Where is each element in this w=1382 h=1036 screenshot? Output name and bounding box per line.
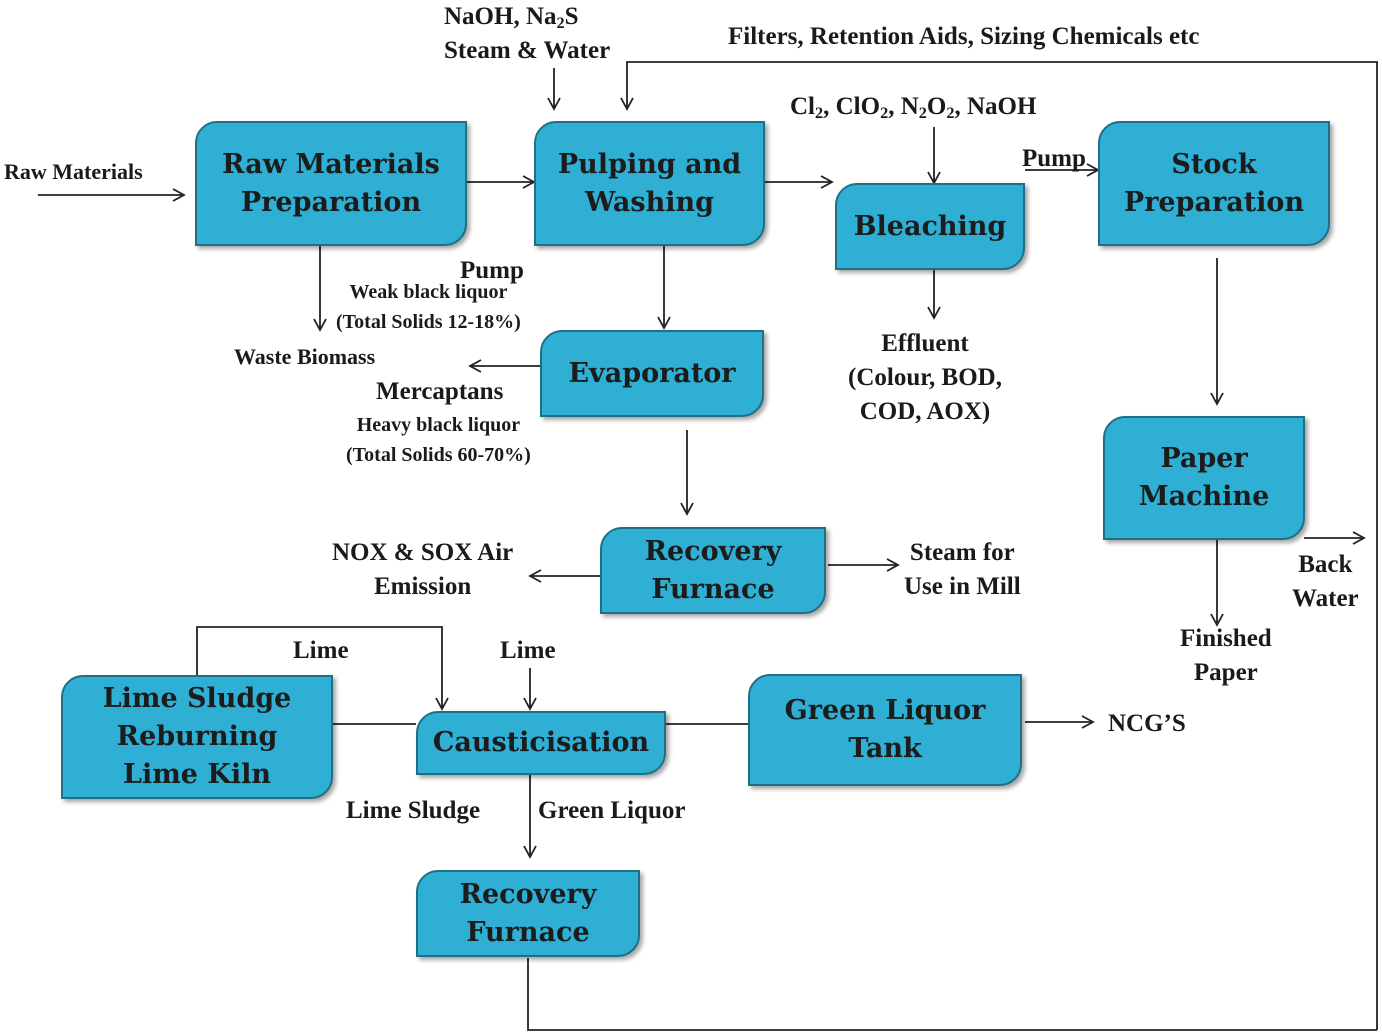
box-green-liquor-tank: Green Liquor Tank	[748, 674, 1022, 786]
box-line: Evaporator	[568, 357, 736, 389]
box-lime-kiln: Lime Sludge Reburning Lime Kiln	[61, 675, 333, 799]
label-line: Effluent	[881, 330, 969, 357]
label-finished-paper: Finished Paper	[1180, 622, 1272, 690]
box-line: Preparation	[1123, 186, 1305, 218]
arrow-kiln-loop	[196, 626, 449, 711]
label-line: Water	[1292, 585, 1359, 612]
label-steam-for-mill: Steam for Use in Mill	[904, 536, 1021, 604]
label-line: Heavy black liquor	[356, 414, 521, 436]
box-line: Washing	[584, 186, 715, 218]
label-line: Steam & Water	[444, 37, 611, 64]
label-pulping-chemicals: NaOH, Na2S Steam & Water	[444, 0, 610, 68]
box-evaporator: Evaporator	[540, 330, 764, 417]
label-line: Use in Mill	[904, 573, 1021, 600]
label-waste-biomass: Waste Biomass	[234, 344, 376, 369]
box-bleaching: Bleaching	[835, 183, 1025, 270]
box-line: Machine	[1138, 481, 1270, 512]
label-line: Steam for	[909, 539, 1015, 566]
box-line: Raw Materials	[222, 148, 440, 180]
label-ncgs: NCG’S	[1108, 710, 1186, 737]
label-sub: 2	[556, 14, 565, 33]
label-effluent: Effluent (Colour, BOD, COD, AOX)	[848, 327, 1002, 429]
label-line: Weak black liquor	[349, 281, 508, 303]
box-recovery-furnace-2: Recovery Furnace	[416, 870, 640, 957]
box-line: Lime Sludge	[102, 683, 292, 714]
label-additives: Filters, Retention Aids, Sizing Chemical…	[728, 23, 1200, 50]
box-line: Tank	[848, 733, 922, 764]
label-bleach-chemicals: Cl2, ClO2, N2O2, NaOH	[790, 90, 1036, 124]
box-line: Stock	[1171, 148, 1257, 180]
label-pump-stock: Pump	[1022, 145, 1086, 172]
box-line: Reburning	[116, 721, 278, 752]
label-sub: 2	[946, 104, 955, 123]
box-line: Furnace	[466, 916, 590, 948]
label-part: Cl	[790, 93, 815, 120]
box-line: Paper	[1160, 443, 1248, 474]
label-lime-right: Lime	[500, 637, 556, 664]
label-mercaptans: Mercaptans	[376, 378, 504, 405]
arrow-additives-loop	[620, 61, 1378, 1030]
label-air-emission: NOX & SOX Air Emission	[332, 536, 513, 604]
label-part: , NaOH	[954, 93, 1037, 120]
label-back-water: Back Water	[1292, 548, 1359, 616]
box-line: Lime Kiln	[123, 759, 271, 790]
box-pulping-washing: Pulping and Washing	[534, 121, 765, 246]
label-line: NaOH, Na2S	[444, 0, 610, 34]
label-line: (Total Solids 12-18%)	[336, 311, 521, 333]
label-part: , ClO	[823, 93, 881, 120]
label-line: Paper	[1193, 659, 1258, 686]
box-stock-preparation: Stock Preparation	[1098, 121, 1330, 246]
box-raw-materials-preparation: Raw Materials Preparation	[195, 121, 467, 246]
box-line: Furnace	[651, 573, 775, 605]
box-recovery-furnace-1: Recovery Furnace	[600, 527, 826, 614]
label-line: (Total Solids 60-70%)	[346, 444, 531, 466]
arrow-backwater-return	[527, 958, 1377, 1031]
box-line: Bleaching	[853, 210, 1007, 242]
label-green-liquor: Green Liquor	[538, 797, 686, 824]
label-lime-sludge: Lime Sludge	[346, 797, 481, 824]
label-line: (Colour, BOD,	[848, 364, 1002, 391]
box-line: Preparation	[240, 186, 422, 218]
box-line: Recovery	[459, 878, 597, 910]
label-part: , N	[888, 93, 919, 120]
label-sub: 2	[918, 104, 927, 123]
box-line: Recovery	[644, 535, 782, 567]
label-pump-evap: Pump	[460, 257, 524, 284]
label-line: Emission	[373, 573, 472, 600]
label-weak-black-liquor: Weak black liquor (Total Solids 12-18%)	[336, 277, 521, 337]
box-line: Pulping and	[557, 148, 742, 180]
label-lime-left: Lime	[293, 637, 349, 664]
label-line: Finished	[1180, 625, 1272, 652]
label-raw-materials-input: Raw Materials	[4, 159, 143, 184]
label-part: S	[564, 3, 579, 30]
label-sub: 2	[815, 104, 824, 123]
label-part: NaOH, Na	[444, 3, 557, 30]
box-causticisation: Causticisation	[416, 711, 666, 775]
label-part: O	[926, 93, 947, 120]
label-sub: 2	[880, 104, 889, 123]
label-heavy-black-liquor: Heavy black liquor (Total Solids 60-70%)	[346, 410, 531, 470]
box-line: Causticisation	[432, 727, 650, 758]
label-line: NOX & SOX Air	[332, 539, 514, 566]
box-line: Green Liquor	[784, 695, 986, 726]
label-line: COD, AOX)	[859, 398, 991, 425]
box-paper-machine: Paper Machine	[1103, 416, 1305, 540]
label-line: Back	[1298, 551, 1353, 578]
